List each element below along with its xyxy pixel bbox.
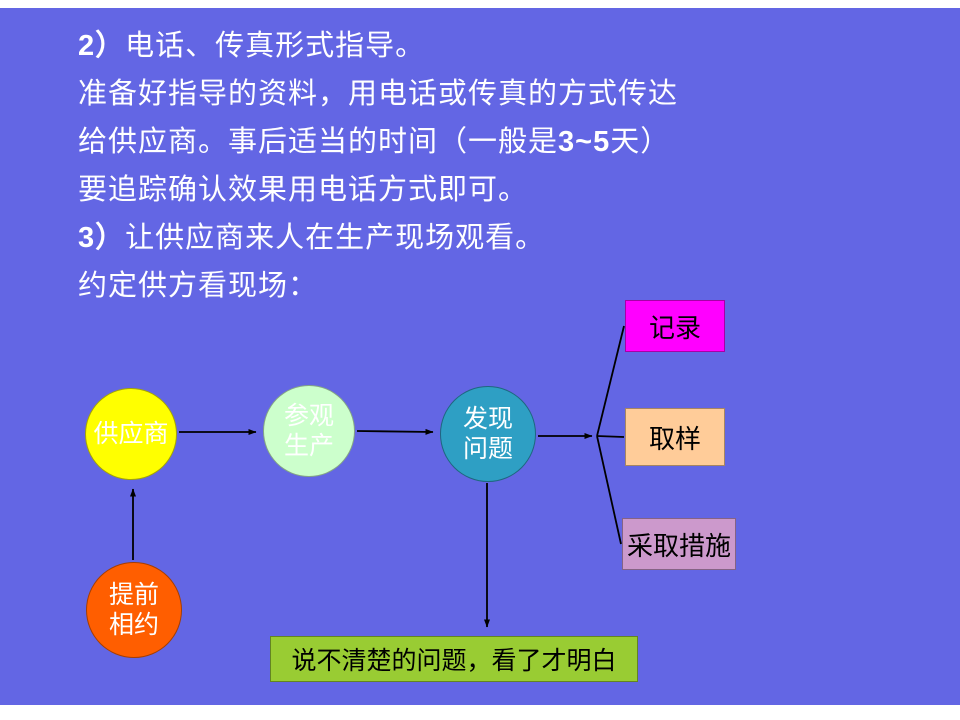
text-line-3-number: 3~5 [558,126,611,158]
node-supplier-label: 供应商 [93,419,169,448]
box-sampling: 取样 [625,408,725,466]
box-note-label: 说不清楚的问题，看了才明白 [291,647,617,675]
box-sampling-label: 取样 [648,423,701,454]
node-find-problem: 发现 问题 [440,386,536,482]
text-line-4: 要追踪确认效果用电话方式即可。 [78,166,898,214]
text-line-5-number: 3） [78,222,126,254]
text-line-3-body: 给供应商。事后适当的时间（一般是 [78,126,559,158]
text-line-3: 给供应商。事后适当的时间（一般是3~5天） [78,118,898,166]
node-visit-production: 参观 生产 [263,385,355,477]
body-text: 2）电话、传真形式指导。 准备好指导的资料，用电话或传真的方式传达 给供应商。事… [78,22,898,310]
text-line-1: 2）电话、传真形式指导。 [78,22,898,70]
text-line-1-number: 2） [78,30,126,62]
node-visit-label-line1: 参观 [283,401,334,430]
text-line-5-body: 让供应商来人在生产现场观看。 [125,222,546,254]
text-line-5: 3）让供应商来人在生产现场观看。 [78,214,898,262]
text-line-2-body: 准备好指导的资料，用电话或传真的方式传达 [78,78,679,110]
text-line-6-body: 约定供方看现场： [78,270,319,302]
node-problem-label-line2: 问题 [462,435,513,463]
box-record-label: 记录 [648,312,701,343]
node-appointment: 提前 相约 [86,562,182,658]
node-problem-label-line1: 发现 [462,404,513,433]
text-line-3-suffix: 天） [610,126,671,158]
text-line-1-body: 电话、传真形式指导。 [125,30,426,62]
node-visit-label-line2: 生产 [283,432,334,460]
node-appointment-label-line2: 相约 [108,611,159,639]
text-line-6: 约定供方看现场： [78,262,898,310]
box-record: 记录 [625,300,725,352]
text-line-4-body: 要追踪确认效果用电话方式即可。 [78,174,529,206]
box-take-measures-label: 采取措施 [626,530,731,561]
node-appointment-label-line1: 提前 [108,580,159,609]
text-line-2: 准备好指导的资料，用电话或传真的方式传达 [78,70,898,118]
box-take-measures: 采取措施 [622,518,736,570]
node-supplier: 供应商 [85,388,177,480]
box-note: 说不清楚的问题，看了才明白 [270,636,638,682]
